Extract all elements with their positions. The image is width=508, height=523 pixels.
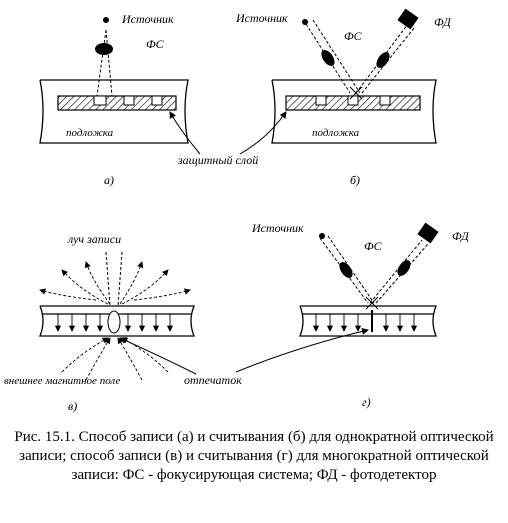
fs-lens-icon-b1: [321, 50, 335, 66]
imprint-arrows: [119, 327, 369, 375]
label-substrate-a: подложка: [66, 127, 114, 139]
beam-a: [96, 29, 113, 97]
recording-layer-a: [57, 95, 177, 111]
fs-lens-icon: [95, 43, 113, 55]
pits-a: [93, 95, 163, 106]
label-fd-b: ФД: [434, 15, 452, 29]
magnetization-arrows-v: [54, 314, 174, 332]
fd-detector-icon-g: [417, 222, 439, 244]
label-fd-g: ФД: [452, 229, 470, 243]
panel-label-g: г): [362, 395, 371, 409]
label-fs-b: ФС: [344, 29, 363, 43]
reflection-cross-b2: [349, 86, 363, 100]
figure-diagram: Источник ФС подложка а) Источник ФС ФД п…: [4, 8, 470, 413]
panel-a: Источник ФС подложка а): [39, 12, 189, 187]
panel-label-a: а): [104, 173, 114, 187]
write-beam-v: [105, 251, 123, 307]
label-source-g: Источник: [251, 221, 304, 235]
panel-b: Источник ФС ФД подложка б): [235, 8, 452, 187]
label-source-b: Источник: [235, 11, 288, 25]
fs-lens-icon-b2: [376, 52, 390, 68]
substrate-plate-b: [271, 79, 437, 144]
label-fs-g: ФС: [364, 239, 383, 253]
label-substrate-b: подложка: [312, 127, 360, 139]
magnetization-arrows-g: [312, 314, 418, 332]
source-icon-g: [319, 233, 325, 239]
substrate-plate-a: [39, 79, 189, 144]
label-source-a: Источник: [121, 12, 174, 26]
label-magnetic-field: внешнее магнитное поле: [4, 375, 121, 387]
label-write-beam: луч записи: [67, 232, 121, 246]
fd-detector-icon-b: [397, 8, 419, 30]
panel-label-b: б): [350, 173, 360, 187]
panel-v: луч записи внешнее магнитное поле в): [4, 232, 195, 413]
panel-g: Источник ФС ФД г): [251, 221, 470, 409]
fs-lens-icon-g2: [397, 260, 411, 276]
fs-lens-icon-g1: [339, 262, 353, 278]
medium-plate-g: [299, 305, 437, 337]
label-imprint: отпечаток: [184, 373, 242, 387]
source-icon: [103, 17, 109, 23]
label-protective-layer: защитный слой: [177, 153, 258, 167]
label-magnetic-field-box: внешнее магнитное поле: [4, 375, 121, 387]
figure-caption: Рис. 15.1. Способ записи (а) и считывани…: [14, 429, 494, 483]
panel-label-v: в): [68, 399, 77, 413]
source-icon-b: [302, 19, 308, 25]
protective-layer-arrows: [169, 111, 287, 155]
written-domain-v: [107, 310, 121, 334]
label-fs-a: ФС: [146, 37, 165, 51]
reflection-cross-g2: [365, 296, 379, 310]
